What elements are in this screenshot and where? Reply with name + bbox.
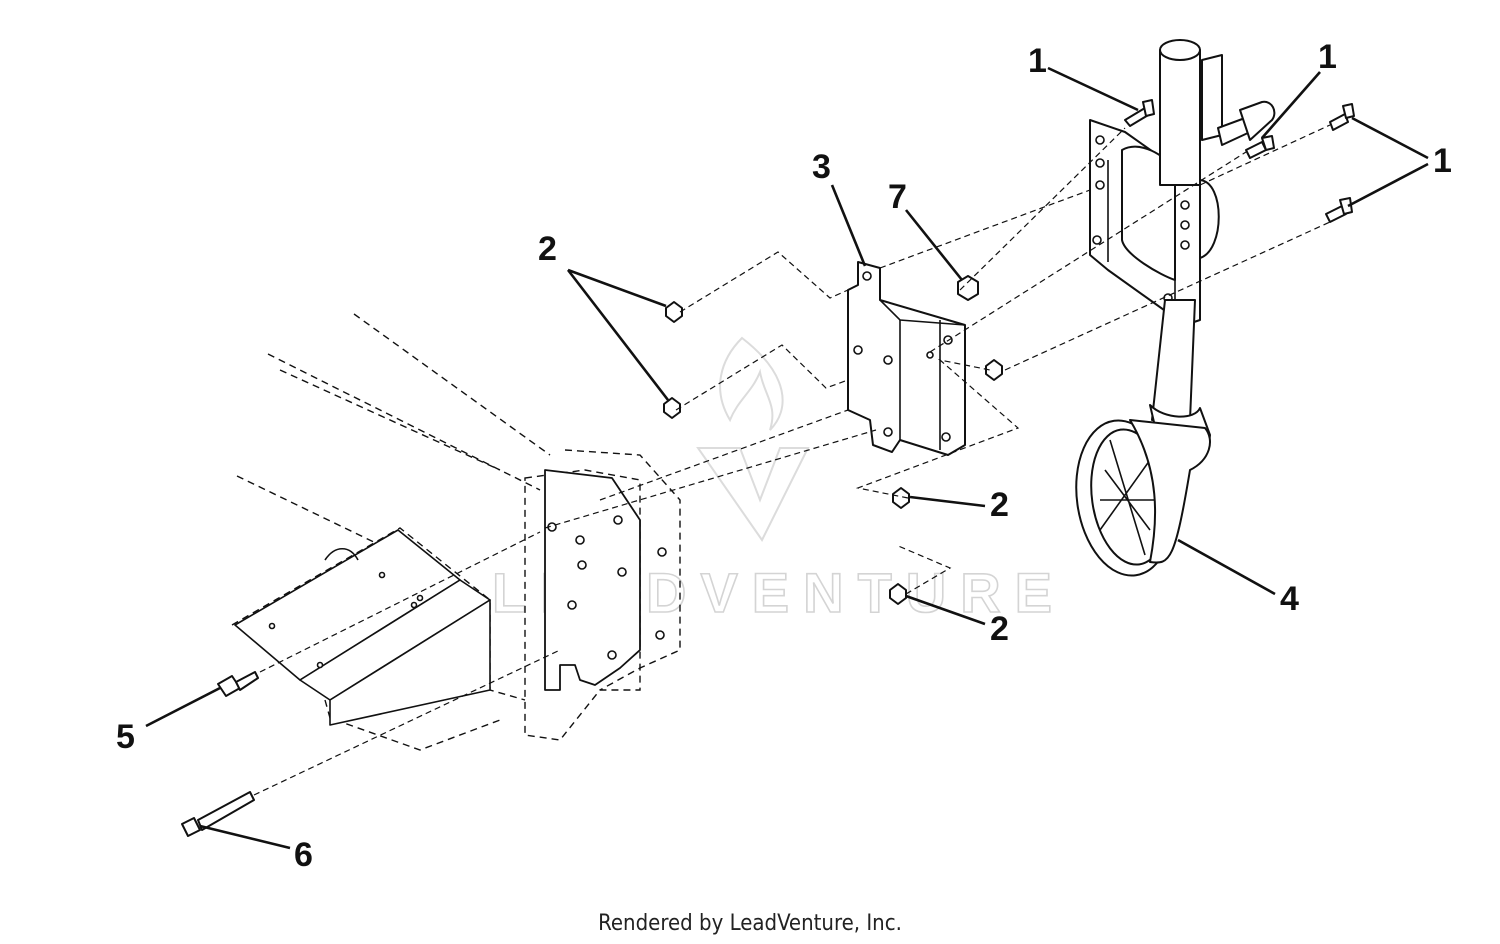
bolt-6-icon: [181, 791, 255, 837]
frame-tongue: [231, 527, 526, 751]
nut-2b-icon: [663, 397, 681, 419]
callout-1c: 1: [1433, 142, 1452, 180]
callout-4: 4: [1280, 580, 1299, 618]
swivel-jack: [1089, 39, 1276, 454]
leader-lines: [145, 66, 1429, 850]
bolt-1a-icon: [1124, 99, 1155, 127]
callout-3: 3: [812, 148, 831, 186]
frame-mount-plates: [524, 449, 681, 741]
callout-5: 5: [116, 718, 135, 756]
bolt-5-icon: [217, 671, 259, 697]
watermark-v-icon: [696, 447, 810, 542]
bolt-1d-icon: [1325, 197, 1353, 223]
caster-wheel: [1075, 419, 1211, 577]
fasteners: [181, 99, 1355, 837]
callout-7: 7: [888, 178, 907, 216]
nut-2d-icon: [889, 583, 907, 605]
nut-2a-icon: [665, 301, 683, 323]
assembly-lines: [253, 124, 1331, 796]
jack-mount-bracket: [847, 261, 966, 456]
callout-1b: 1: [1318, 38, 1337, 76]
callouts: 1 1 1 2 2 2 3 4 5 6 7: [116, 38, 1452, 874]
callout-2b: 2: [990, 486, 1009, 524]
nut-2e-icon: [985, 359, 1003, 381]
nut-2c-icon: [892, 487, 910, 509]
callout-2c: 2: [990, 610, 1009, 648]
lock-nut-7-icon: [957, 275, 979, 301]
callout-6: 6: [294, 836, 313, 874]
watermark-flame-icon: [719, 336, 784, 431]
bolt-1b-icon: [1245, 135, 1275, 159]
callout-1a: 1: [1028, 42, 1047, 80]
footer-credit: Rendered by LeadVenture, Inc.: [598, 911, 902, 936]
frame-rails: [236, 313, 551, 546]
bolt-1c-icon: [1329, 103, 1355, 131]
callout-2a: 2: [538, 230, 557, 268]
